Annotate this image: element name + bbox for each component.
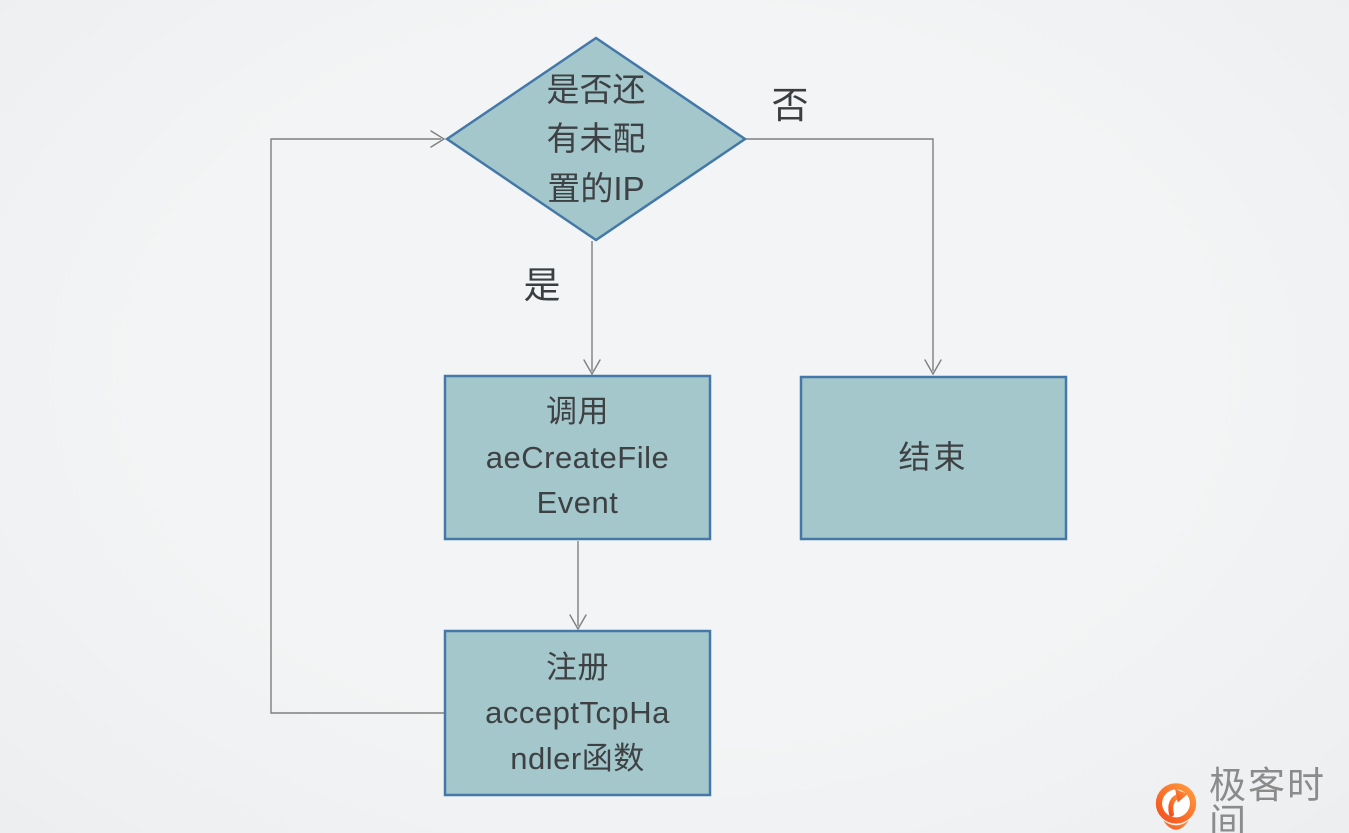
geektime-watermark: 极客时间 (1150, 767, 1349, 833)
arrowhead-yes-branch (583, 359, 601, 376)
process-box-register-handler (443, 629, 712, 797)
decision-label: 是否还 有未配 置的IP (546, 70, 646, 207)
connector-no-branch (745, 138, 934, 371)
branch-no-label: 否 (771, 85, 809, 126)
terminator-end-label: 结束 (898, 439, 969, 476)
terminator-box-end (799, 375, 1068, 541)
geektime-logo-text: 极客时间 (1209, 765, 1327, 833)
process-box-create-file-event (443, 374, 712, 541)
connector-loop-back (270, 138, 445, 714)
decision-diamond (444, 36, 748, 242)
arrowhead-loop-back (430, 130, 446, 148)
geektime-logo-icon (1155, 783, 1197, 830)
process-call-label: 调用 aeCreateFile Event (485, 394, 670, 521)
process-register-label: 注册 acceptTcpHa ndler函数 (485, 649, 670, 776)
arrowhead-no-branch (924, 359, 942, 376)
branch-yes-label: 是 (523, 265, 561, 306)
arrowhead-call-to-register (569, 614, 587, 631)
